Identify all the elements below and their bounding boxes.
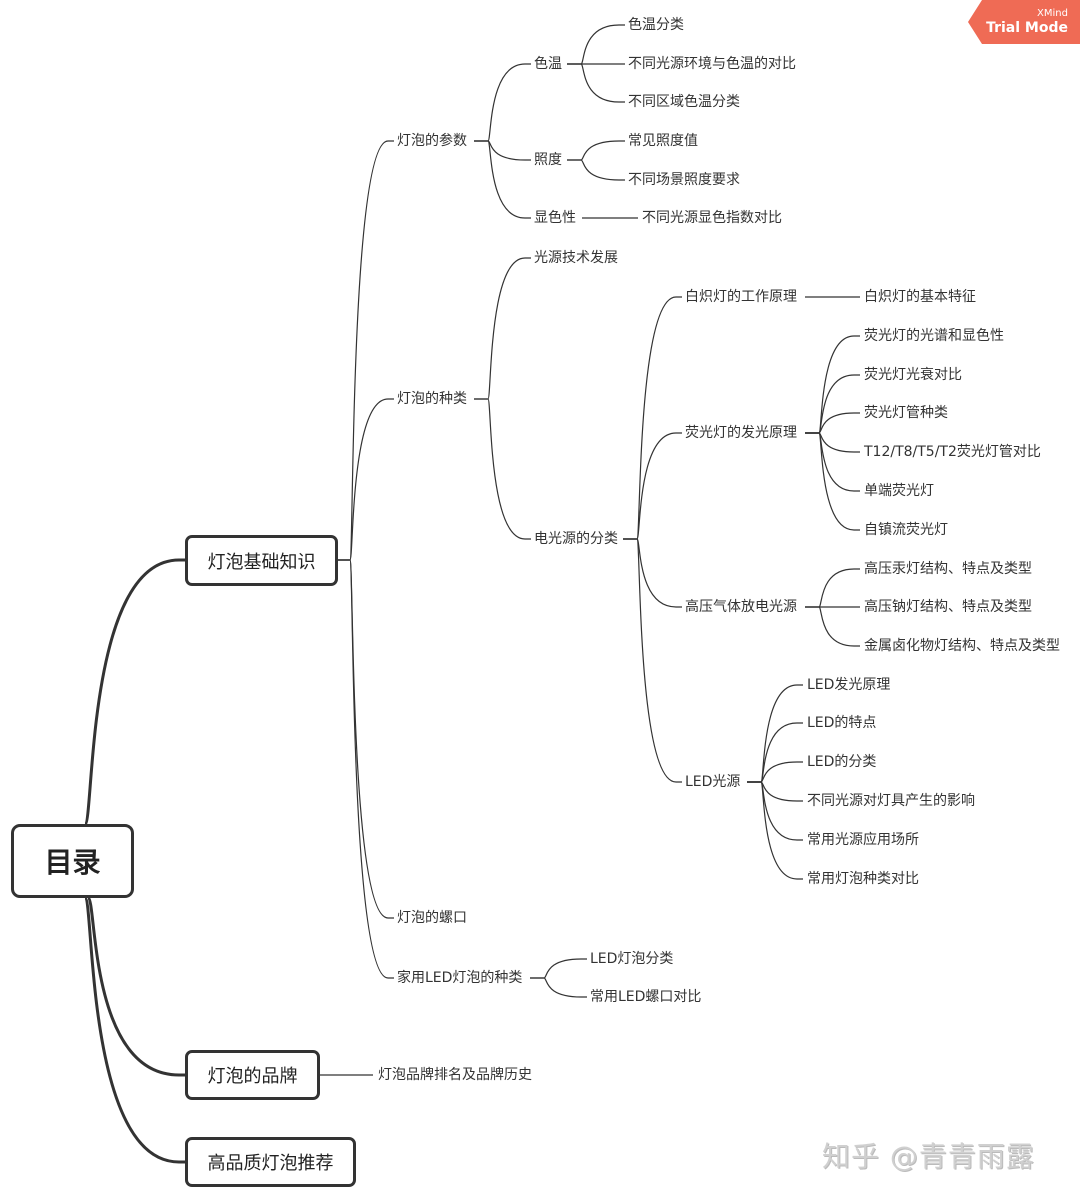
root-connector	[83, 896, 185, 1164]
leaf-connector	[530, 977, 587, 998]
leaf-node[interactable]: 不同场景照度要求	[628, 172, 740, 188]
branch-connector	[623, 538, 682, 783]
leaf-connector	[805, 374, 860, 434]
branch-connector	[474, 63, 531, 142]
leaf-connector	[747, 781, 803, 841]
leaf-connector	[805, 432, 860, 453]
leaf-connector	[747, 722, 803, 783]
branch-connector	[474, 257, 531, 400]
subtopic-bulb-parameters[interactable]: 灯泡的参数	[397, 133, 467, 149]
leaf-connector	[805, 335, 860, 434]
leaf-connector	[805, 568, 860, 608]
subtopic-bulb-sockets[interactable]: 灯泡的螺口	[397, 910, 467, 926]
branch-connector	[474, 140, 531, 219]
leaf-node[interactable]: LED发光原理	[807, 677, 891, 693]
leaf-node[interactable]: 自镇流荧光灯	[864, 522, 948, 538]
branch-connector	[474, 398, 531, 540]
root-topic[interactable]: 目录	[11, 824, 134, 898]
leaf-node[interactable]: 常用LED螺口对比	[590, 989, 702, 1005]
leaf-node[interactable]: 荧光灯的光谱和显色性	[864, 328, 1004, 344]
zhihu-watermark: 知乎 @青青雨露	[822, 1140, 1035, 1173]
leaf-connector	[567, 24, 625, 65]
trial-brand: XMind	[1037, 8, 1068, 19]
branch-connector	[338, 140, 394, 561]
root-connector	[83, 558, 185, 826]
topic-incandescent[interactable]: 白炽灯的工作原理	[685, 289, 797, 305]
branch-connector	[474, 140, 531, 161]
topic-color-temp[interactable]: 色温	[534, 56, 562, 72]
leaf-node[interactable]: T12/T8/T5/T2荧光灯管对比	[864, 444, 1041, 460]
topic-bulb-basics[interactable]: 灯泡基础知识	[185, 535, 338, 586]
topic-led-source[interactable]: LED光源	[685, 774, 741, 790]
leaf-node[interactable]: 不同光源显色指数对比	[642, 210, 782, 226]
leaf-connector	[567, 63, 625, 103]
branch-connector	[623, 538, 682, 608]
leaf-node[interactable]: LED的分类	[807, 754, 877, 770]
topic-light-tech-development[interactable]: 光源技术发展	[534, 250, 618, 266]
leaf-node[interactable]: 金属卤化物灯结构、特点及类型	[864, 638, 1060, 654]
leaf-node[interactable]: 高压钠灯结构、特点及类型	[864, 599, 1032, 615]
branch-connector	[338, 559, 394, 979]
leaf-node[interactable]: 不同光源环境与色温的对比	[628, 56, 796, 72]
root-connector	[86, 896, 185, 1077]
leaf-connector	[747, 781, 803, 880]
branch-connector	[623, 432, 682, 540]
leaf-node[interactable]: 白炽灯的基本特征	[864, 289, 976, 305]
topic-illuminance[interactable]: 照度	[534, 152, 562, 168]
topic-fluorescent[interactable]: 荧光灯的发光原理	[685, 425, 797, 441]
leaf-connector	[805, 606, 860, 647]
leaf-connector	[805, 432, 860, 492]
branch-connector	[623, 296, 682, 540]
topic-bulb-brands[interactable]: 灯泡的品牌	[185, 1050, 320, 1100]
leaf-node[interactable]: 不同区域色温分类	[628, 94, 740, 110]
topic-electric-light-classes[interactable]: 电光源的分类	[534, 531, 618, 547]
leaf-node[interactable]: 色温分类	[628, 17, 684, 33]
subtopic-bulb-types[interactable]: 灯泡的种类	[397, 391, 467, 407]
leaf-node[interactable]: 不同光源对灯具产生的影响	[807, 793, 975, 809]
leaf-node[interactable]: 单端荧光灯	[864, 483, 934, 499]
trial-mode-label: Trial Mode	[986, 20, 1068, 36]
branch-connector	[338, 398, 394, 561]
leaf-node[interactable]: 常见照度值	[628, 133, 698, 149]
leaf-connector	[805, 432, 860, 531]
leaf-node[interactable]: LED灯泡分类	[590, 951, 674, 967]
subtopic-home-led-types[interactable]: 家用LED灯泡的种类	[397, 970, 523, 986]
leaf-connector	[567, 140, 625, 161]
leaf-node[interactable]: LED的特点	[807, 715, 877, 731]
leaf-connector	[747, 761, 803, 783]
branch-connector	[338, 559, 394, 919]
leaf-node[interactable]: 常用灯泡种类对比	[807, 871, 919, 887]
leaf-node[interactable]: 荧光灯光衰对比	[864, 367, 962, 383]
leaf-node[interactable]: 灯泡品牌排名及品牌历史	[378, 1067, 532, 1083]
leaf-connector	[747, 781, 803, 802]
topic-color-rendering[interactable]: 显色性	[534, 210, 576, 226]
leaf-node[interactable]: 荧光灯管种类	[864, 405, 948, 421]
topic-hid[interactable]: 高压气体放电光源	[685, 599, 797, 615]
leaf-connector	[567, 159, 625, 181]
leaf-node[interactable]: 高压汞灯结构、特点及类型	[864, 561, 1032, 577]
leaf-node[interactable]: 常用光源应用场所	[807, 832, 919, 848]
topic-quality-bulbs[interactable]: 高品质灯泡推荐	[185, 1137, 356, 1187]
leaf-connector	[530, 958, 587, 979]
leaf-connector	[805, 412, 860, 434]
trial-mode-badge[interactable]: XMind Trial Mode	[968, 0, 1080, 44]
